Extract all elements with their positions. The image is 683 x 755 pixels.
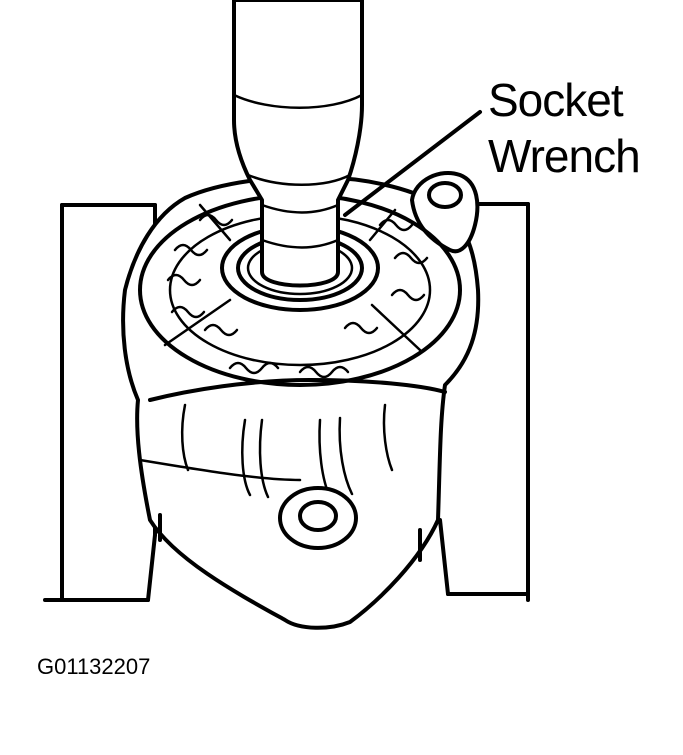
figure-id: G01132207 bbox=[37, 654, 151, 679]
alternator-housing bbox=[121, 171, 481, 630]
vise-right-jaw bbox=[438, 202, 530, 602]
socket-wrench-label: Socket Wrench bbox=[488, 72, 641, 184]
label-line-socket: Socket bbox=[488, 74, 624, 126]
label-line-wrench: Wrench bbox=[488, 130, 641, 182]
socket-wrench bbox=[232, 0, 364, 288]
callout-leader-line bbox=[343, 110, 482, 217]
